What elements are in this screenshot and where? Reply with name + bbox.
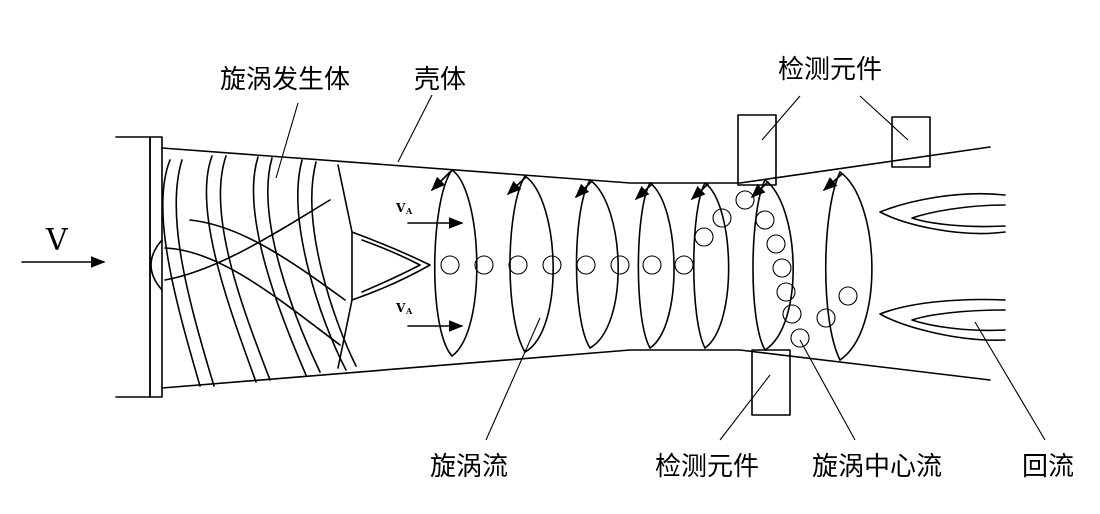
vortex-generator [150, 155, 431, 387]
detector-element-lower [751, 349, 791, 416]
leader-lines [275, 94, 1046, 441]
detector-element-upper-right [891, 116, 931, 168]
svg-text:A: A [405, 206, 413, 216]
svg-text:V: V [395, 301, 406, 315]
backflow-swirls [879, 192, 1006, 341]
detector-element-upper-left [737, 114, 777, 186]
label-vortex-generator: 旋涡发生体 [220, 65, 350, 95]
inlet-velocity-label: V [45, 223, 69, 258]
label-vortex-flow: 旋涡流 [430, 452, 508, 482]
svg-text:A: A [405, 306, 413, 316]
label-detector-bottom: 检测元件 [655, 452, 759, 482]
swirl-direction-arrows [430, 171, 843, 200]
label-housing: 壳体 [414, 65, 466, 95]
axial-velocity-top: V A [395, 201, 464, 229]
vortex-center-circles [440, 190, 858, 348]
housing-outline [161, 146, 991, 389]
label-vortex-center-flow: 旋涡中心流 [812, 452, 942, 482]
svg-text:V: V [395, 201, 406, 215]
axial-velocity-bottom: V A [395, 301, 464, 332]
label-detector-top: 检测元件 [778, 55, 882, 85]
inlet-velocity-arrow: V [21, 223, 106, 268]
inlet-flange [115, 136, 163, 398]
label-backflow: 回流 [1022, 452, 1074, 482]
